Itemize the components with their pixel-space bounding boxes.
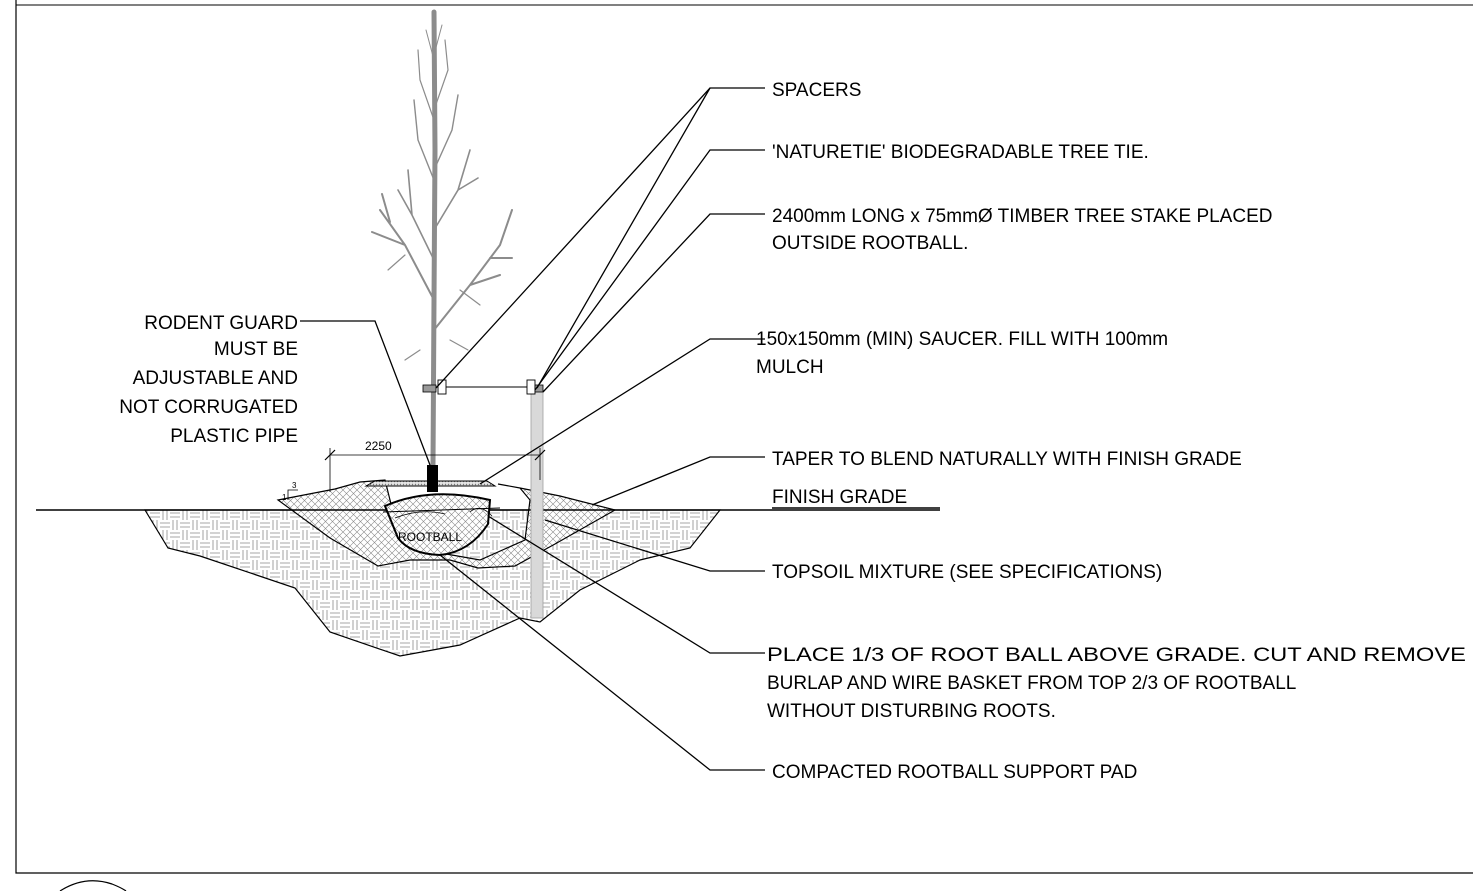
slope-run: 3 bbox=[292, 481, 297, 490]
rootball: ROOTBALL bbox=[382, 493, 501, 557]
label-topsoil: TOPSOIL MIXTURE (SEE SPECIFICATIONS) bbox=[772, 562, 1162, 583]
dimension-2250: 2250 bbox=[324, 439, 546, 492]
label-rootball-line3: WITHOUT DISTURBING ROOTS. bbox=[767, 701, 1056, 722]
label-rodent-line1: RODENT GUARD bbox=[144, 313, 298, 334]
label-support-pad: COMPACTED ROOTBALL SUPPORT PAD bbox=[772, 762, 1137, 783]
label-stake-line2: OUTSIDE ROOTBALL. bbox=[772, 233, 968, 254]
spacer-tree bbox=[422, 384, 437, 393]
label-rodent-line4: NOT CORRUGATED bbox=[119, 397, 298, 418]
label-rodent-line5: PLASTIC PIPE bbox=[170, 426, 298, 447]
label-rodent-line2: MUST BE bbox=[214, 339, 298, 360]
label-rootball-line2: BURLAP AND WIRE BASKET FROM TOP 2/3 OF R… bbox=[767, 673, 1296, 694]
leader-lines bbox=[300, 87, 765, 771]
tree bbox=[371, 9, 513, 468]
dimension-label: 2250 bbox=[365, 439, 392, 453]
timber-stake bbox=[530, 389, 544, 619]
label-rodent-line3: ADJUSTABLE AND bbox=[133, 368, 298, 389]
slope-indicator: 3 1 bbox=[282, 481, 298, 502]
planting-pit bbox=[143, 509, 722, 657]
label-stake-line1: 2400mm LONG x 75mmØ TIMBER TREE STAKE PL… bbox=[772, 206, 1272, 227]
label-spacers: SPACERS bbox=[772, 80, 861, 101]
label-saucer-line2: MULCH bbox=[756, 357, 824, 378]
title-bubble-fragment bbox=[59, 880, 127, 891]
label-saucer-line1: 150x150mm (MIN) SAUCER. FILL WITH 100mm bbox=[756, 329, 1168, 350]
label-taper: TAPER TO BLEND NATURALLY WITH FINISH GRA… bbox=[772, 449, 1242, 470]
slope-rise: 1 bbox=[282, 493, 287, 502]
label-tree-tie: 'NATURETIE' BIODEGRADABLE TREE TIE. bbox=[772, 142, 1149, 163]
spacer-stake bbox=[526, 379, 536, 395]
sheet-border bbox=[15, 0, 1473, 874]
rodent-guard bbox=[427, 465, 438, 492]
rootball-tag: ROOTBALL bbox=[398, 530, 462, 544]
label-finish-grade: FINISH GRADE bbox=[772, 487, 907, 508]
label-rootball-line1: PLACE 1/3 OF ROOT BALL ABOVE GRADE. CUT … bbox=[767, 645, 1466, 666]
